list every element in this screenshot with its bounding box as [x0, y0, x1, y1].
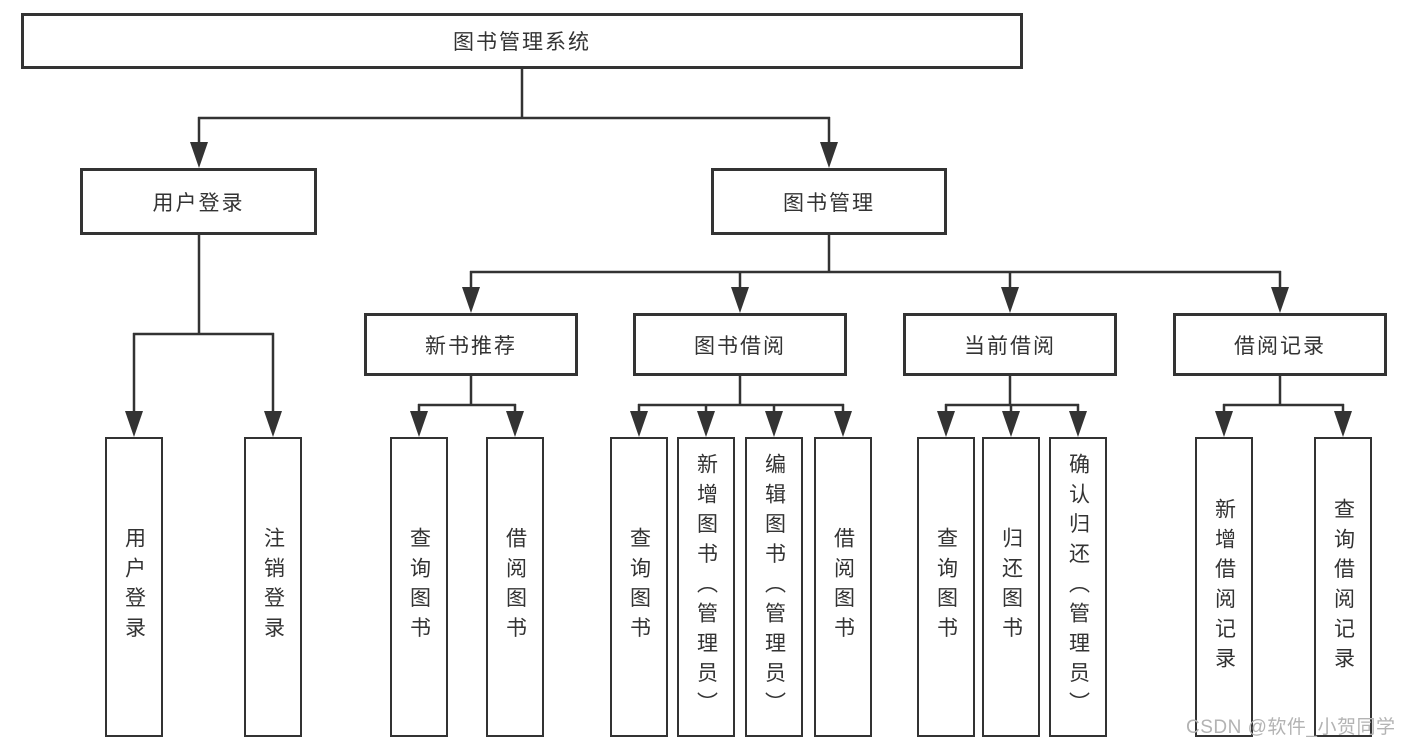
node-label: 归还图书 — [999, 527, 1023, 647]
node-add-books-admin: 新增图书（管理员） — [677, 437, 735, 737]
node-user-login: 用户登录 — [80, 168, 317, 235]
arrowhead-icons — [125, 142, 1352, 437]
node-user-login-leaf: 用户登录 — [105, 437, 163, 737]
node-label: 注销登录 — [261, 527, 285, 647]
node-label: 借阅记录 — [1234, 334, 1326, 358]
node-label: 新增借阅记录 — [1212, 497, 1236, 677]
node-label: 当前借阅 — [964, 334, 1056, 358]
node-label: 图书管理系统 — [453, 31, 591, 54]
node-query-books: 查询图书 — [610, 437, 668, 737]
node-label: 用户登录 — [122, 527, 146, 647]
node-query-borrow-record: 查询借阅记录 — [1314, 437, 1372, 737]
node-label: 查询借阅记录 — [1331, 497, 1355, 677]
node-label: 查询图书 — [627, 527, 651, 647]
node-borrow-books: 借阅图书 — [814, 437, 872, 737]
node-label: 图书借阅 — [694, 334, 786, 358]
node-add-borrow-record: 新增借阅记录 — [1195, 437, 1253, 737]
node-book-borrowing: 图书借阅 — [633, 313, 847, 376]
watermark-csdn: CSDN @软件_小贺同学 — [1186, 717, 1396, 738]
node-logout-login: 注销登录 — [244, 437, 302, 737]
node-library-management-system: 图书管理系统 — [21, 13, 1023, 69]
node-label: 借阅图书 — [831, 527, 855, 647]
node-query-books: 查询图书 — [390, 437, 448, 737]
node-label: 图书管理 — [783, 191, 875, 215]
node-edit-books-admin: 编辑图书（管理员） — [745, 437, 803, 737]
node-label: 新增图书（管理员） — [694, 452, 718, 722]
node-label: 查询图书 — [407, 527, 431, 647]
node-label: 新书推荐 — [425, 334, 517, 358]
node-label: 编辑图书（管理员） — [762, 452, 786, 722]
node-borrow-books: 借阅图书 — [486, 437, 544, 737]
node-borrowing-records: 借阅记录 — [1173, 313, 1387, 376]
node-label: 用户登录 — [152, 191, 245, 215]
node-label: 借阅图书 — [503, 527, 527, 647]
node-book-management: 图书管理 — [711, 168, 947, 235]
node-return-books: 归还图书 — [982, 437, 1040, 737]
node-label: 确认归还（管理员） — [1066, 452, 1090, 722]
node-query-books: 查询图书 — [917, 437, 975, 737]
node-current-borrowing: 当前借阅 — [903, 313, 1117, 376]
node-new-book-recommendation: 新书推荐 — [364, 313, 578, 376]
node-label: 查询图书 — [934, 527, 958, 647]
node-confirm-return-admin: 确认归还（管理员） — [1049, 437, 1107, 737]
